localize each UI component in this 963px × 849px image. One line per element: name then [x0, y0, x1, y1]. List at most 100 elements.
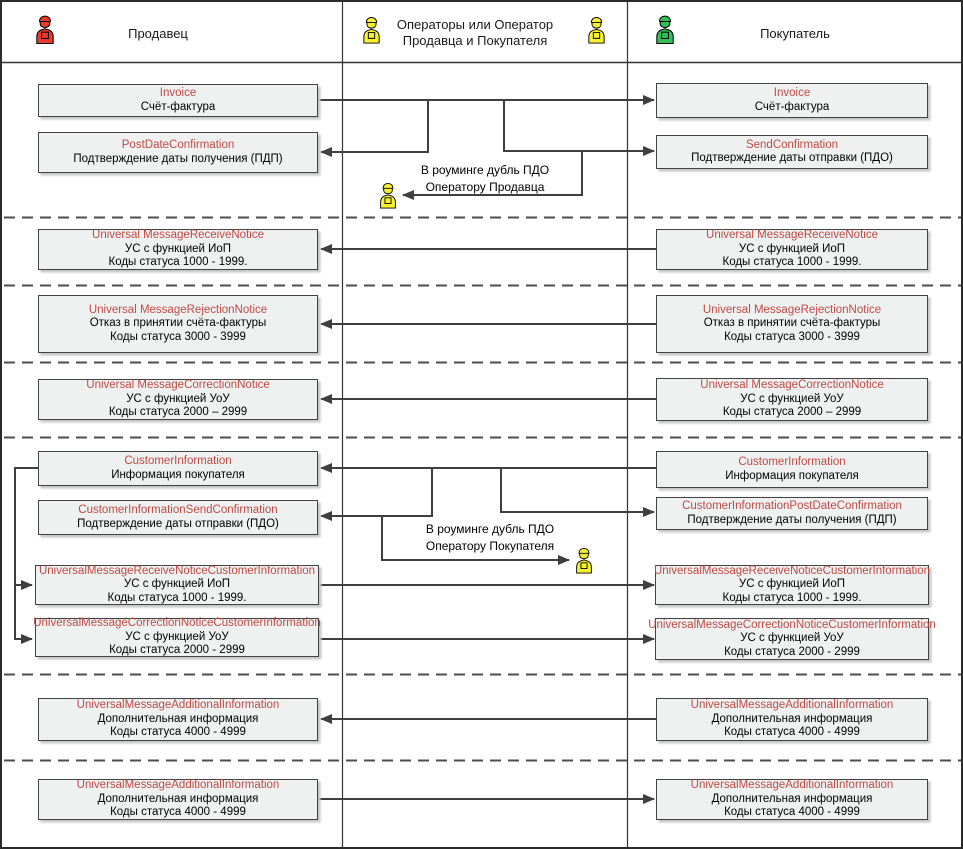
- message-title: Universal MessageReceiveNotice: [92, 229, 264, 242]
- message-line: Коды статуса 4000 - 4999: [724, 726, 860, 739]
- operators-lane-title-line1: Операторы или Оператор: [396, 17, 554, 32]
- message-title: UniversalMessageAdditionalInformation: [690, 779, 894, 792]
- message-title: Universal MessageRejectionNotice: [88, 303, 268, 316]
- seller-lane-title: Продавец: [128, 26, 188, 41]
- message-box-seller-ci-correction-notice: UniversalMessageCorrectionNoticeCustomer…: [33, 617, 321, 657]
- roaming-note-seller-line2: Оператору Продавца: [425, 180, 545, 194]
- buyer-lane-title: Покупатель: [760, 26, 830, 41]
- message-title: Universal MessageRejectionNotice: [702, 303, 882, 316]
- buyer-operator-roaming-icon: [574, 547, 594, 574]
- message-box-seller-postdateconfirmation: PostDateConfirmation Подтверждение даты …: [38, 132, 318, 173]
- message-line: Дополнительная информация: [711, 792, 873, 805]
- message-line: Коды статуса 2000 - 2999: [724, 645, 860, 658]
- operator-actor-icon-left: [362, 16, 381, 44]
- message-line: Коды статуса 4000 - 4999: [110, 726, 246, 739]
- message-box-buyer-ci-receive-notice: UniversalMessageReceiveNoticeCustomerInf…: [653, 564, 931, 605]
- message-title: UniversalMessageCorrectionNoticeCustomer…: [648, 618, 936, 631]
- message-title: Invoice: [159, 87, 197, 99]
- roaming-note-seller-line1: В роуминге дубль ПДО: [420, 163, 550, 177]
- message-title: UniversalMessageReceiveNoticeCustomerInf…: [38, 564, 316, 577]
- message-box-buyer-customer-information: CustomerInformation Информация покупател…: [656, 451, 928, 488]
- message-line: Подтверждение даты отправки (ПДО): [77, 517, 279, 530]
- roaming-note-buyer-line1: В роуминге дубль ПДО: [425, 522, 555, 536]
- message-box-buyer-invoice: Invoice Счёт-фактура: [656, 83, 928, 118]
- message-title: UniversalMessageAdditionalInformation: [690, 699, 894, 712]
- message-line: УС с функцией ИоП: [738, 242, 846, 255]
- message-line: Дополнительная информация: [711, 712, 873, 725]
- message-box-buyer-send-confirmation: SendConfirmation Подтверждение даты отпр…: [656, 135, 928, 169]
- message-line: УС с функцией УоУ: [125, 630, 229, 643]
- message-line: Счёт-фактура: [140, 100, 216, 113]
- message-box-seller-customer-information: CustomerInformation Информация покупател…: [38, 451, 318, 486]
- message-title: Universal MessageCorrectionNotice: [86, 379, 270, 392]
- message-box-buyer-additional-info-in: UniversalMessageAdditionalInformation До…: [656, 779, 928, 820]
- message-line: УС с функцией УоУ: [740, 392, 844, 405]
- message-line: УС с функцией УоУ: [740, 632, 844, 645]
- message-line: Коды статуса 2000 - 2999: [109, 644, 245, 657]
- message-line: Отказ в принятии счёта-фактуры: [703, 317, 881, 330]
- seller-operator-roaming-icon: [378, 182, 398, 209]
- message-line: Подтверждение даты получения (ПДП): [73, 152, 283, 165]
- arrow-pdo-to-buyer: [503, 100, 655, 156]
- message-line: УС с функцией ИоП: [123, 578, 231, 591]
- message-line: Коды статуса 2000 – 2999: [722, 406, 862, 419]
- message-title: CustomerInformation: [124, 455, 232, 467]
- message-line: УС с функцией ИоП: [124, 242, 232, 255]
- message-line: Коды статуса 3000 - 3999: [110, 330, 246, 343]
- message-title: CustomerInformation: [738, 456, 846, 468]
- message-box-buyer-additional-info-out: UniversalMessageAdditionalInformation До…: [656, 698, 928, 741]
- buyer-actor-icon: [655, 14, 675, 45]
- message-line: Коды статуса 1000 - 1999.: [722, 591, 862, 604]
- message-line: Коды статуса 1000 - 1999.: [107, 591, 247, 604]
- arrow-ci-send-confirmation-to-seller: [320, 468, 433, 521]
- message-title: SendConfirmation: [745, 138, 839, 151]
- message-title: Invoice: [773, 87, 811, 99]
- message-line: Отказ в принятии счёта-фактуры: [89, 317, 267, 330]
- message-title: PostDateConfirmation: [121, 139, 235, 151]
- message-box-seller-receive-notice: Universal MessageReceiveNotice УС с функ…: [38, 229, 318, 270]
- seller-actor-icon: [35, 13, 55, 46]
- message-line: Дополнительная информация: [97, 792, 259, 805]
- message-line: Подтверждение даты получения (ПДП): [687, 513, 897, 526]
- message-title: CustomerInformationPostDateConfirmation: [682, 500, 902, 512]
- message-line: Информация покупателя: [725, 469, 859, 482]
- message-box-seller-ci-receive-notice: UniversalMessageReceiveNoticeCustomerInf…: [35, 565, 319, 605]
- message-box-buyer-rejection-notice: Universal MessageRejectionNotice Отказ в…: [656, 295, 928, 353]
- message-arrows: [14, 95, 656, 804]
- arrow-pdp-to-seller: [320, 100, 429, 157]
- arrow-ci-pdc-to-buyer: [500, 468, 655, 517]
- message-box-buyer-ci-correction-notice: UniversalMessageCorrectionNoticeCustomer…: [648, 618, 936, 660]
- operators-lane-title-line2: Продавца и Покупателя: [402, 33, 548, 48]
- message-box-buyer-ci-postdate-confirmation: CustomerInformationPostDateConfirmation …: [656, 497, 928, 530]
- message-box-seller-correction-notice: Universal MessageCorrectionNotice УС с ф…: [38, 379, 318, 420]
- message-line: Подтверждение даты отправки (ПДО): [691, 152, 893, 164]
- message-title: UniversalMessageCorrectionNoticeCustomer…: [33, 617, 321, 630]
- message-box-seller-additional-info-out: UniversalMessageAdditionalInformation До…: [38, 779, 318, 820]
- operator-actor-icon-right: [587, 16, 606, 44]
- message-line: УС с функцией ИоП: [738, 578, 846, 591]
- message-box-seller-additional-info-in: UniversalMessageAdditionalInformation До…: [38, 698, 318, 741]
- message-line: Дополнительная информация: [97, 712, 259, 725]
- message-box-buyer-receive-notice: Universal MessageReceiveNotice УС с функ…: [656, 229, 928, 270]
- message-title: UniversalMessageAdditionalInformation: [76, 699, 280, 712]
- message-line: Коды статуса 4000 - 4999: [724, 806, 860, 819]
- message-box-seller-rejection-notice: Universal MessageRejectionNotice Отказ в…: [38, 295, 318, 353]
- message-line: Коды статуса 1000 - 1999.: [108, 256, 248, 269]
- message-title: UniversalMessageReceiveNoticeCustomerInf…: [653, 564, 931, 577]
- roaming-note-buyer-line2: Оператору Покупателя: [425, 539, 555, 553]
- message-title: Universal MessageReceiveNotice: [706, 229, 878, 242]
- message-line: Счёт-фактура: [754, 100, 830, 113]
- message-line: Коды статуса 4000 - 4999: [110, 806, 246, 819]
- message-box-buyer-correction-notice: Universal MessageCorrectionNotice УС с ф…: [656, 378, 928, 421]
- message-title: UniversalMessageAdditionalInformation: [76, 779, 280, 792]
- message-title: Universal MessageCorrectionNotice: [700, 379, 884, 392]
- arrow-ci-branch-to-correction: [14, 467, 38, 644]
- message-box-seller-ci-send-confirmation: CustomerInformationSendConfirmation Подт…: [38, 500, 318, 535]
- message-line: Коды статуса 3000 - 3999: [724, 330, 860, 343]
- message-line: Информация покупателя: [111, 468, 245, 481]
- message-line: Коды статуса 1000 - 1999.: [722, 256, 862, 269]
- message-title: CustomerInformationSendConfirmation: [78, 504, 278, 516]
- message-line: Коды статуса 2000 – 2999: [108, 406, 248, 419]
- message-line: УС с функцией УоУ: [126, 392, 230, 405]
